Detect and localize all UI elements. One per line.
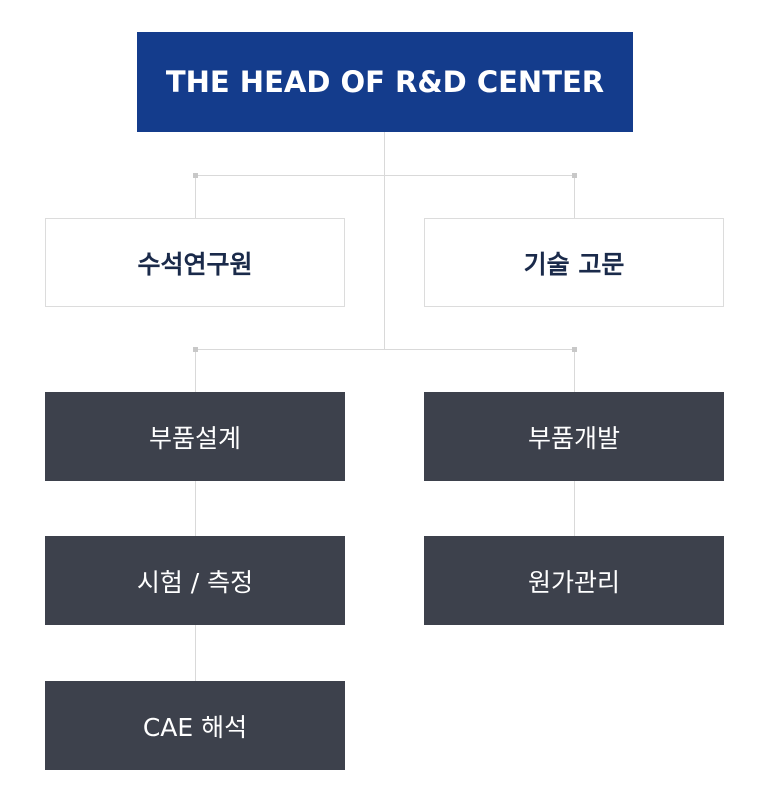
dept-box-cae-analysis: CAE 해석 (45, 681, 345, 770)
connector-line (195, 175, 196, 218)
connector-line (195, 349, 575, 350)
connector-node (193, 173, 198, 178)
connector-line (574, 349, 575, 392)
connector-line (574, 175, 575, 218)
connector-line (574, 481, 575, 536)
head-of-rd-box: THE HEAD OF R&D CENTER (137, 32, 633, 132)
connector-line (195, 175, 575, 176)
connector-line (195, 349, 196, 392)
advisor-box-senior-researcher: 수석연구원 (45, 218, 345, 307)
connector-node (193, 347, 198, 352)
dept-box-test-measurement: 시험 / 측정 (45, 536, 345, 625)
advisor-box-technical-advisor: 기술 고문 (424, 218, 724, 307)
connector-node (572, 173, 577, 178)
dept-box-part-development: 부품개발 (424, 392, 724, 481)
dept-box-cost-management: 원가관리 (424, 536, 724, 625)
connector-node (572, 347, 577, 352)
connector-line (384, 132, 385, 349)
connector-line (195, 625, 196, 681)
dept-box-part-design: 부품설계 (45, 392, 345, 481)
connector-line (195, 481, 196, 536)
